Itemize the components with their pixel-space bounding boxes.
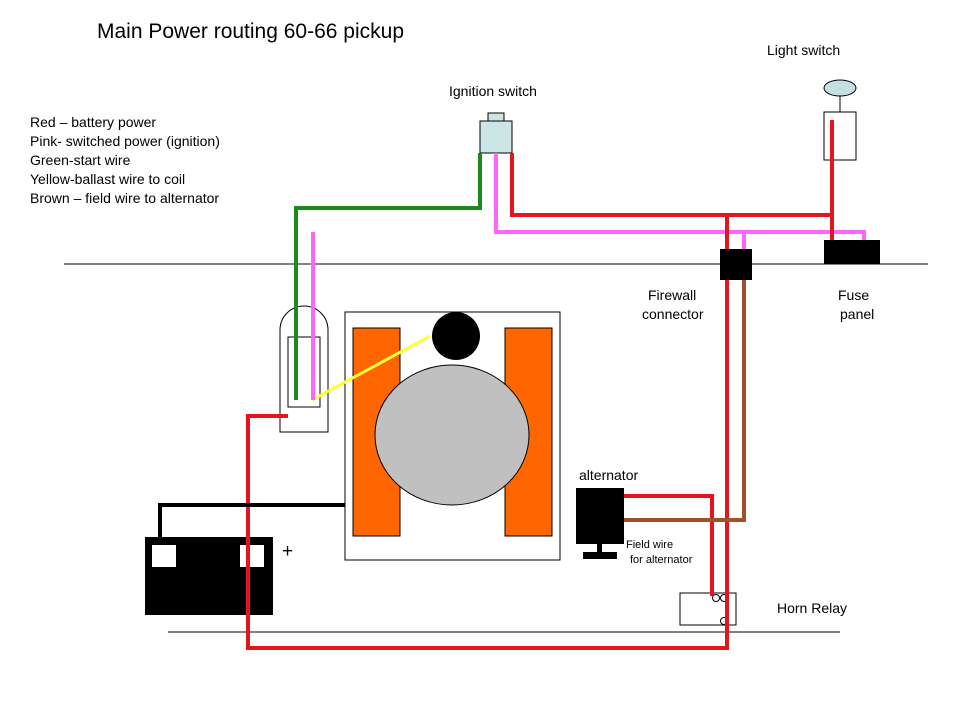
red-wire-main [246, 215, 729, 650]
diagram-title: Main Power routing 60-66 pickup [97, 20, 405, 43]
firewall-connector [720, 249, 752, 280]
battery [145, 537, 273, 615]
alternator [576, 488, 624, 559]
light-switch-label: Light switch [767, 42, 841, 58]
wire-color-legend: Red – battery power Pink- switched power… [30, 113, 220, 208]
horn-relay-label: Horn Relay [777, 600, 848, 616]
distributor [432, 312, 480, 360]
ignition-switch [479, 112, 513, 154]
firewall-connector-label-line2: connector [642, 306, 704, 322]
alternator-label: alternator [579, 467, 639, 483]
battery-positive-label: + [282, 541, 294, 562]
field-wire-label-line1: Field wire [626, 539, 674, 551]
fuse-panel-label-line1: Fuse [838, 287, 870, 303]
legend-item-red: Red – battery power [30, 114, 157, 130]
black-ground-wire [158, 503, 345, 537]
light-switch-knob [823, 79, 857, 97]
legend-item-green: Green-start wire [30, 152, 131, 168]
legend-item-pink: Pink- switched power (ignition) [30, 133, 220, 149]
battery-positive-terminal [240, 545, 264, 567]
field-wire-label-line2: for alternator [630, 554, 693, 566]
red-wire-ignition [510, 153, 832, 217]
light-switch [823, 79, 857, 161]
yellow-wire [311, 334, 431, 402]
fuse-panel-label-line2: panel [840, 306, 875, 322]
ignition-switch-label: Ignition switch [449, 83, 537, 99]
red-wire-coil [246, 414, 288, 560]
green-wire [294, 153, 482, 400]
brown-wire [624, 276, 746, 522]
legend-item-brown: Brown – field wire to alternator [30, 190, 220, 206]
red-wire-alternator [624, 494, 714, 596]
legend-item-yellow: Yellow-ballast wire to coil [30, 171, 186, 187]
ignition-coil [279, 305, 329, 433]
pink-wire [494, 153, 866, 240]
engine-block [344, 311, 561, 561]
firewall-connector-label-line1: Firewall [648, 287, 697, 303]
wires [158, 120, 866, 650]
battery-negative-terminal [152, 545, 176, 567]
fuse-panel [824, 240, 880, 264]
engine-hub [374, 364, 530, 506]
